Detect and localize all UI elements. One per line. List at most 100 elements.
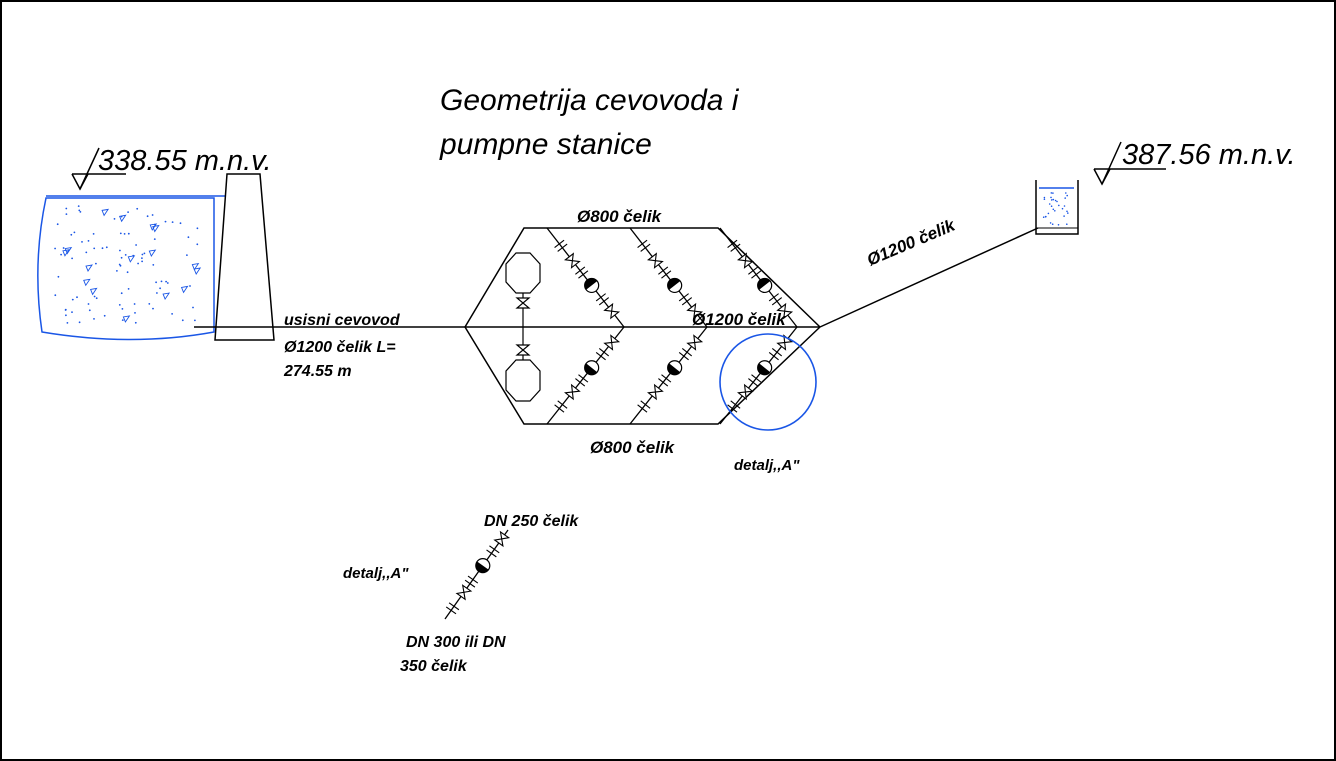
hatch-dot: [141, 260, 144, 263]
elevation-marker-upstream: 338.55 m.n.v.: [71, 145, 272, 191]
hatch-dot: [103, 314, 106, 317]
hatch-dot: [93, 318, 95, 320]
flange-mark: [464, 579, 476, 588]
hatch-triangle: [127, 255, 136, 263]
hatch-triangle: [149, 223, 158, 231]
intake-pipe-label-2: Ø1200 čelik L=: [284, 339, 396, 356]
downstream-tank: [1035, 180, 1079, 235]
hatch-dot: [81, 241, 83, 243]
pump-icon-fill: [757, 363, 771, 375]
hatch-dot: [95, 262, 97, 265]
flange-mark: [575, 266, 586, 275]
flange-mark: [575, 378, 586, 387]
detail-a-drawing: [444, 529, 511, 620]
detail-a-circle-label: detalj,,A": [734, 457, 800, 474]
hatch-dot: [85, 251, 88, 254]
hatch-dot: [116, 270, 118, 272]
hatch-dot: [78, 209, 81, 212]
flange-mark: [640, 243, 651, 252]
hatch-dot: [1051, 223, 1054, 225]
flange-mark: [771, 297, 783, 306]
flange-mark: [768, 293, 779, 302]
hatch-dot: [70, 233, 73, 236]
hatch-dot: [101, 247, 104, 250]
tank-walls: [1035, 180, 1079, 235]
hatch-dot: [119, 264, 122, 267]
hatch-dot: [143, 252, 146, 255]
hatch-dot: [146, 215, 149, 218]
flange-mark: [578, 374, 589, 383]
elevation-marker-downstream: 387.56 m.n.v.: [1093, 139, 1296, 186]
flange-mark: [445, 606, 457, 615]
hatch-dot: [54, 294, 57, 297]
hatch-dot: [1054, 199, 1057, 202]
hatch-dot: [133, 303, 136, 305]
hatch-dot: [77, 205, 80, 208]
hatch-dot: [76, 296, 78, 299]
hatch-dot: [137, 262, 140, 265]
hatch-dot: [186, 254, 188, 256]
hatch-dot: [155, 281, 158, 284]
hatch-triangle: [83, 278, 91, 287]
hatch-triangle: [64, 246, 73, 255]
hatch-dot: [1042, 216, 1045, 218]
hatch-dot: [1047, 212, 1050, 215]
flange-mark: [730, 400, 741, 409]
intake-pipe-label-1: usisni cevovod: [284, 312, 401, 329]
hatch-dot: [160, 280, 163, 283]
hatch-dot: [1049, 222, 1052, 224]
hatch-dot: [121, 308, 124, 310]
hatch-dot: [141, 257, 143, 259]
valve-icon: [776, 302, 794, 320]
hatch-dot: [1050, 196, 1052, 199]
hatch-dot: [1066, 194, 1068, 197]
hatch-triangle: [119, 214, 127, 223]
pump-icon-fill: [584, 363, 598, 375]
flange-mark: [661, 374, 672, 383]
hatch-dot: [118, 263, 121, 266]
pump-icon-fill: [667, 363, 681, 375]
hatch-dot: [1067, 212, 1069, 214]
hatch-triangle: [148, 249, 157, 258]
hatch-dot: [171, 313, 174, 315]
flange-mark: [730, 243, 741, 252]
hatch-dot: [1064, 197, 1066, 199]
hatch-dot: [152, 307, 154, 310]
hatch-dot: [120, 256, 123, 259]
discharge-pipe-label: Ø1200 čelik: [864, 215, 959, 270]
flange-mark: [595, 351, 606, 361]
flange-mark: [637, 239, 648, 248]
hatch-dot: [95, 297, 98, 300]
hatch-dot: [1048, 203, 1051, 205]
hatch-triangle: [180, 285, 189, 294]
hatch-dot: [152, 264, 155, 266]
hatch-dot: [196, 243, 199, 246]
hatch-dot: [1043, 196, 1046, 199]
flange-mark: [751, 270, 762, 279]
hatch-dot: [93, 247, 96, 250]
hatch-dot: [119, 232, 122, 235]
hatch-dot: [1052, 192, 1054, 194]
detail-upper-pipe-label: DN 250 čelik: [484, 513, 579, 530]
flange-mark: [448, 602, 460, 611]
flange-mark: [557, 400, 568, 409]
hatch-dot: [159, 287, 162, 290]
flange-mark: [486, 549, 497, 558]
hatch-dot: [1050, 199, 1053, 201]
hatch-dot: [166, 282, 169, 284]
pump-icon-fill: [667, 278, 681, 290]
hatch-dot: [194, 319, 196, 322]
flange-mark: [727, 239, 738, 248]
hatch-dot: [66, 322, 69, 324]
lower-surge-tank: [505, 359, 541, 402]
flange-mark: [637, 404, 648, 413]
hatch-dot: [134, 321, 137, 324]
hatch-dot: [60, 253, 62, 256]
valve-icon: [493, 530, 511, 548]
hatch-dot: [151, 214, 154, 216]
hatch-dot: [1063, 215, 1065, 217]
flange-mark: [598, 297, 610, 306]
hatch-dot: [1045, 215, 1047, 218]
hatch-triangle: [193, 267, 202, 276]
